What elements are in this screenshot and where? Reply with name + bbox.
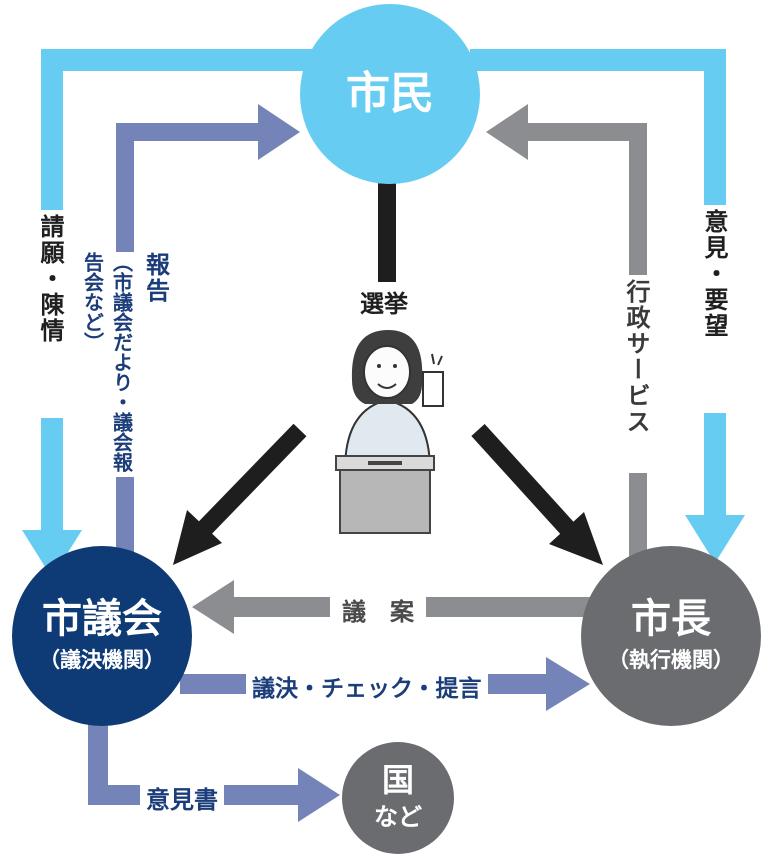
opinion-letter-arrow-line bbox=[88, 710, 304, 805]
voter-eye-left bbox=[377, 364, 381, 368]
voter-illustration bbox=[318, 318, 460, 536]
report-sub-label: （市議会だより・議会報告会など） bbox=[80, 252, 134, 472]
ballot-box bbox=[339, 462, 431, 534]
council-node: 市議会 （議決機関） bbox=[12, 546, 192, 726]
country-label: 国 bbox=[381, 760, 414, 799]
council-label: 市議会 bbox=[42, 596, 162, 642]
election-council-arrow-head bbox=[173, 510, 222, 565]
citizens-node: 市民 bbox=[300, 4, 480, 184]
election-mayor-arrow-head bbox=[549, 512, 603, 565]
opinion-request-label: 意見・要望 bbox=[698, 205, 732, 413]
report-label: 報告 （市議会だより・議会報告会など） bbox=[80, 252, 172, 477]
petition-label: 請願・陳情 bbox=[36, 210, 68, 418]
opinion-letter-arrow-head bbox=[298, 768, 340, 822]
citizens-label: 市民 bbox=[346, 67, 434, 119]
voter-eye-right bbox=[393, 364, 397, 368]
country-sub-label: など bbox=[374, 803, 422, 832]
report-main-label: 報告 bbox=[141, 252, 170, 304]
opinion-request-arrow-head bbox=[685, 515, 745, 563]
ballot-slot bbox=[368, 461, 402, 465]
resolution-arrow-head bbox=[546, 657, 590, 711]
mayor-sub-label: （執行機関） bbox=[608, 648, 734, 672]
resolution-label: 議決・チェック・提言 bbox=[246, 669, 488, 703]
opinion-letter-label: 意見書 bbox=[140, 780, 224, 815]
election-label: 選挙 bbox=[356, 282, 412, 321]
bill-arrow-head bbox=[192, 580, 234, 634]
voter-face bbox=[363, 345, 411, 399]
voter-smile bbox=[377, 383, 397, 389]
mayor-label: 市長 bbox=[631, 596, 711, 642]
report-arrow-head bbox=[258, 104, 300, 160]
admin-service-arrow-head bbox=[486, 104, 528, 160]
election-council-arrow-line bbox=[198, 423, 307, 535]
ballot-card bbox=[422, 371, 444, 407]
ballot-sparkle-1 bbox=[431, 353, 435, 365]
petition-arrow-head bbox=[22, 530, 82, 578]
election-mayor-arrow-line bbox=[471, 423, 574, 535]
ballot-sparkle-2 bbox=[437, 355, 443, 366]
mayor-node: 市長 （執行機関） bbox=[581, 546, 761, 726]
bill-label: 議 案 bbox=[330, 592, 426, 627]
council-sub-label: （議決機関） bbox=[39, 648, 165, 672]
admin-service-label: 行政サービス bbox=[620, 275, 654, 473]
country-node: 国 など bbox=[342, 742, 454, 854]
